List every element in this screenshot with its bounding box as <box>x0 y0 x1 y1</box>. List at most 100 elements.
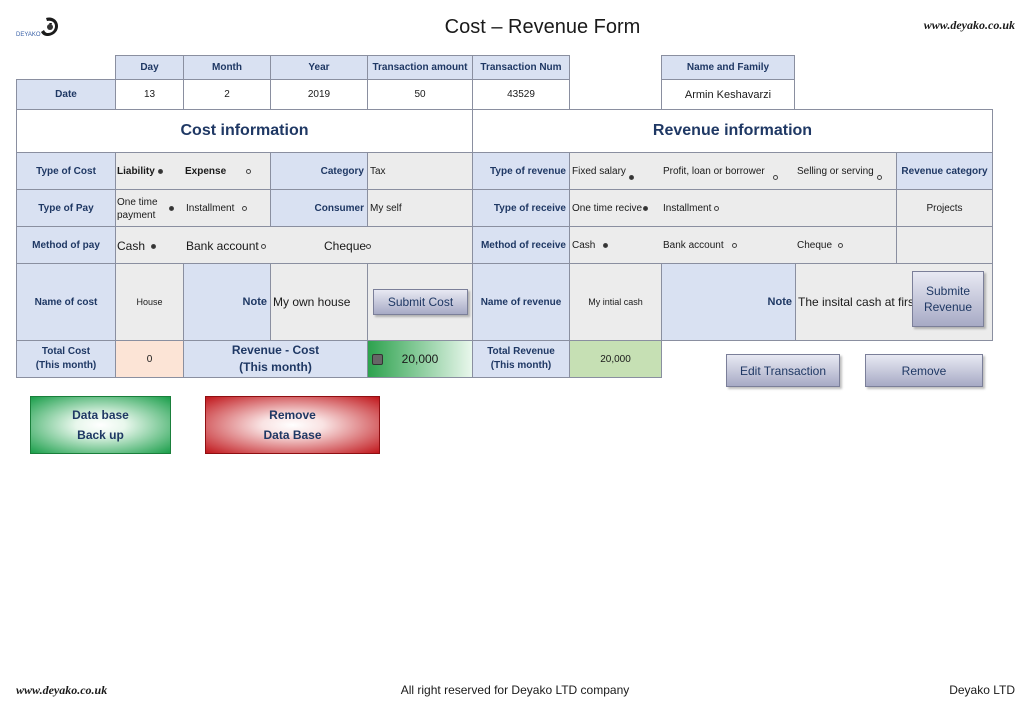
revenue-type-profit-option[interactable]: Profit, loan or borrower <box>663 166 778 180</box>
footer-rights: All right reserved for Deyako LTD compan… <box>400 683 630 697</box>
logo-text: DEYAKO <box>16 32 41 38</box>
col-name-family: Name and Family <box>661 55 795 80</box>
edit-transaction-button[interactable]: Edit Transaction <box>726 354 840 387</box>
type-of-pay-label: Type of Pay <box>16 189 116 227</box>
transaction-num-value[interactable]: 43529 <box>472 79 570 110</box>
radio-selected-icon[interactable] <box>169 206 174 211</box>
total-cost-value: 0 <box>115 340 184 378</box>
pay-installment-label: Installment <box>186 203 235 214</box>
cost-type-liability-option[interactable]: Liability <box>117 166 163 177</box>
remove-database-button[interactable]: Remove Data Base <box>205 396 380 454</box>
remove-database-line2: Data Base <box>263 428 322 442</box>
receive-one-time-label: One time recive <box>572 203 643 214</box>
pay-method-bank-option[interactable]: Bank account <box>186 239 266 253</box>
type-of-cost-options <box>115 152 271 190</box>
col-day: Day <box>115 55 184 80</box>
revenue-section-title: Revenue information <box>472 109 993 153</box>
receive-installment-option[interactable]: Installment <box>663 203 720 214</box>
method-of-pay-options <box>115 226 473 264</box>
revenue-minus-cost-line1: Revenue - Cost <box>231 343 320 357</box>
cost-type-expense-label: Expense <box>185 166 227 177</box>
radio-empty-icon[interactable] <box>838 242 844 248</box>
database-backup-line2: Back up <box>77 428 124 442</box>
revenue-category-value[interactable]: Projects <box>896 189 993 227</box>
radio-empty-icon[interactable] <box>714 205 720 211</box>
remove-button[interactable]: Remove <box>865 354 983 387</box>
revenue-type-fixed-salary-option[interactable]: Fixed salary <box>572 166 634 180</box>
category-value[interactable]: Tax <box>367 152 473 190</box>
radio-selected-icon[interactable] <box>643 205 649 211</box>
database-backup-button[interactable]: Data base Back up <box>30 396 171 454</box>
radio-empty-icon[interactable] <box>246 168 252 174</box>
footer-company: Deyako LTD <box>949 683 1015 697</box>
name-of-revenue-value[interactable]: My intial cash <box>569 263 662 341</box>
submit-revenue-label: Submite Revenue <box>923 284 973 314</box>
radio-empty-icon[interactable] <box>242 205 248 211</box>
name-of-cost-value[interactable]: House <box>115 263 184 341</box>
revenue-minus-cost-number: 20,000 <box>401 352 439 366</box>
receive-one-time-option[interactable]: One time recive <box>572 203 649 214</box>
radio-selected-icon[interactable] <box>603 242 609 248</box>
radio-empty-icon[interactable] <box>731 242 737 248</box>
pay-one-time-label: One time payment <box>117 197 158 221</box>
revenue-type-selling-option[interactable]: Selling or serving <box>797 166 882 180</box>
revenue-minus-cost-line2: (This month) <box>239 360 312 374</box>
revenue-note-label: Note <box>661 263 796 341</box>
receive-installment-label: Installment <box>663 203 712 214</box>
logo: DEYAKO <box>16 14 64 42</box>
footer-website[interactable]: www.deyako.co.uk <box>16 683 108 697</box>
receive-method-cash-label: Cash <box>572 240 596 251</box>
cost-type-liability-label: Liability <box>117 166 155 177</box>
radio-selected-icon[interactable] <box>157 168 163 174</box>
consumer-value[interactable]: My self <box>367 189 473 227</box>
cost-type-expense-option[interactable]: Expense <box>185 166 252 177</box>
cost-note-value[interactable]: My own house <box>270 263 368 341</box>
remove-database-line1: Remove <box>269 408 316 422</box>
revenue-type-fixed-salary-label: Fixed salary <box>572 166 626 177</box>
name-of-revenue-label: Name of revenue <box>472 263 570 341</box>
receive-method-bank-label: Bank account <box>663 240 724 251</box>
name-family-value[interactable]: Armin Keshavarzi <box>661 79 795 110</box>
total-cost-label: Total Cost (This month) <box>16 340 116 378</box>
receive-method-cheque-option[interactable]: Cheque <box>797 240 844 251</box>
pay-method-cheque-label: Cheque <box>324 239 367 253</box>
pay-method-cash-option[interactable]: Cash <box>117 239 157 253</box>
col-year: Year <box>270 55 368 80</box>
col-transaction-num: Transaction Num <box>472 55 570 80</box>
method-of-receive-label: Method of receive <box>472 226 570 264</box>
revenue-minus-cost-label: Revenue - Cost (This month) <box>183 340 368 378</box>
name-of-cost-label: Name of cost <box>16 263 116 341</box>
total-revenue-label: Total Revenue (This month) <box>472 340 570 378</box>
type-of-revenue-options <box>569 152 897 190</box>
col-month: Month <box>183 55 271 80</box>
revenue-type-profit-label: Profit, loan or borrower <box>663 166 765 177</box>
receive-method-cheque-label: Cheque <box>797 240 833 251</box>
receive-method-cash-option[interactable]: Cash <box>572 240 609 251</box>
radio-empty-icon[interactable] <box>876 174 882 180</box>
month-value[interactable]: 2 <box>183 79 271 110</box>
radio-selected-icon[interactable] <box>628 174 634 180</box>
total-revenue-value: 20,000 <box>569 340 662 378</box>
revenue-category-label: Revenue category <box>896 152 993 190</box>
header-website[interactable]: www.deyako.co.uk <box>923 18 1015 32</box>
type-of-revenue-label: Type of revenue <box>472 152 570 190</box>
receive-method-bank-option[interactable]: Bank account <box>663 240 737 251</box>
radio-empty-icon[interactable] <box>260 244 266 250</box>
day-value[interactable]: 13 <box>115 79 184 110</box>
submit-cost-button[interactable]: Submit Cost <box>373 289 468 315</box>
pay-installment-option[interactable]: Installment <box>186 203 248 214</box>
radio-empty-icon[interactable] <box>772 174 778 180</box>
cost-note-label: Note <box>183 263 271 341</box>
revenue-type-selling-label: Selling or serving <box>797 166 874 177</box>
type-of-receive-label: Type of receive <box>472 189 570 227</box>
status-indicator-icon <box>372 354 383 365</box>
submit-revenue-button[interactable]: Submite Revenue <box>912 271 984 327</box>
pay-method-cheque-option[interactable]: Cheque <box>324 239 372 253</box>
pay-one-time-option[interactable]: One time payment <box>117 196 177 222</box>
radio-empty-icon[interactable] <box>366 244 372 250</box>
radio-selected-icon[interactable] <box>151 244 157 250</box>
cost-section-title: Cost information <box>16 109 473 153</box>
revenue-method-spare-cell <box>896 226 993 264</box>
transaction-amount-value[interactable]: 50 <box>367 79 473 110</box>
year-value[interactable]: 2019 <box>270 79 368 110</box>
